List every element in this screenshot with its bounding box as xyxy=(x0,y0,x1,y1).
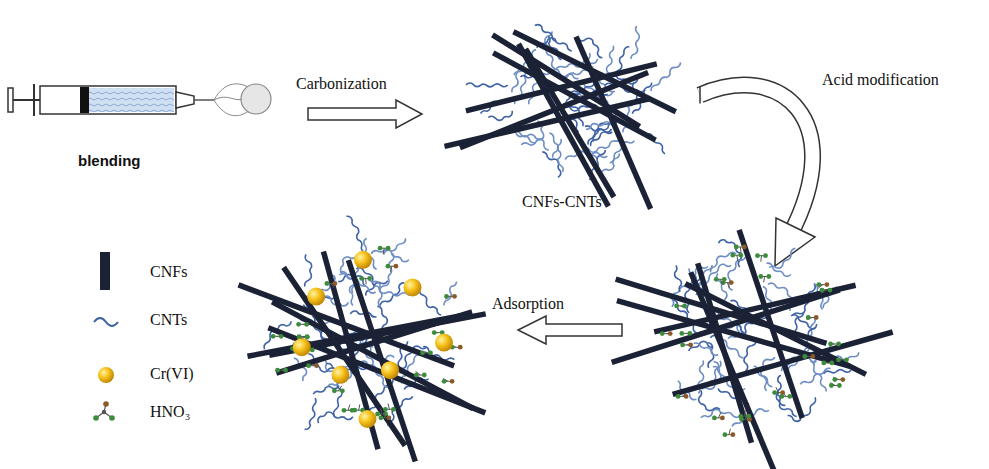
legend-label: HNO₃ xyxy=(150,402,190,421)
step-label: Acid modification xyxy=(822,70,939,89)
legend-label: CNFs xyxy=(150,262,187,281)
step-label: CNFs-CNTs xyxy=(522,192,602,211)
fiber-clusters xyxy=(239,25,893,469)
step-label: Carbonization xyxy=(296,74,387,93)
process-arrow xyxy=(518,316,622,344)
legend-label: Cr(VI) xyxy=(150,364,194,383)
step-label: Adsorption xyxy=(492,294,564,313)
syringe xyxy=(8,84,271,116)
legend-label: CNTs xyxy=(150,310,187,329)
curved-arrow xyxy=(700,85,815,266)
legend-samples xyxy=(93,252,118,421)
step-label: blending xyxy=(78,152,141,170)
process-arrow xyxy=(308,100,422,128)
